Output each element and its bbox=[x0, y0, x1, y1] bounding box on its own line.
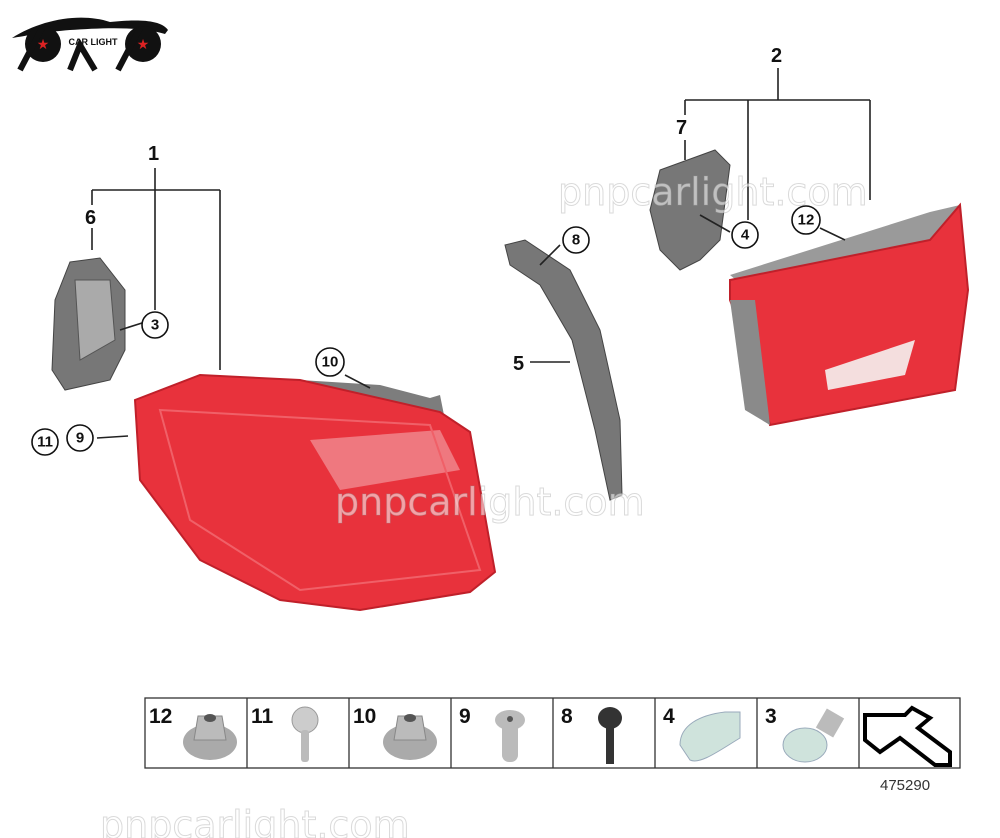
collar-nut-icon bbox=[383, 714, 437, 760]
strip-number-9: 9 bbox=[459, 705, 471, 728]
strip-number-8: 8 bbox=[561, 705, 573, 728]
callout-4: 4 bbox=[741, 227, 750, 244]
wedge-bulb-icon bbox=[679, 711, 741, 762]
callout-1: 1 bbox=[148, 143, 159, 165]
callout-7: 7 bbox=[676, 117, 687, 139]
torx-screw-icon bbox=[291, 706, 319, 762]
left-tail-lamp bbox=[133, 373, 497, 612]
callout-9: 9 bbox=[76, 430, 84, 447]
callout-5: 5 bbox=[513, 353, 524, 375]
callout-10: 10 bbox=[322, 354, 339, 371]
expanding-nut-icon bbox=[495, 710, 525, 762]
left-bulb-holder bbox=[51, 257, 126, 391]
watermark: pnpcarlight.com bbox=[558, 170, 868, 214]
watermark: pnpcarlight.com bbox=[335, 480, 645, 524]
strip-number-11: 11 bbox=[251, 705, 274, 728]
right-bulb-holder bbox=[649, 149, 731, 271]
strip-number-10: 10 bbox=[353, 705, 376, 728]
black-screw-icon bbox=[598, 707, 622, 764]
strip-number-4: 4 bbox=[663, 705, 675, 728]
callout-2: 2 bbox=[771, 45, 782, 67]
callout-8: 8 bbox=[572, 232, 580, 249]
callout-11: 11 bbox=[37, 434, 53, 451]
callout-6: 6 bbox=[85, 207, 96, 229]
circle-callouts bbox=[31, 205, 821, 456]
collar-nut-icon bbox=[183, 714, 237, 760]
callout-12: 12 bbox=[798, 212, 815, 229]
right-tail-lamp bbox=[729, 202, 970, 427]
strip-number-12: 12 bbox=[149, 705, 172, 728]
trim-panel bbox=[504, 239, 623, 501]
brand-logo: ★ ★ CAR LIGHT bbox=[12, 17, 168, 72]
bulb-icon bbox=[782, 708, 845, 763]
logo-text: CAR LIGHT bbox=[69, 37, 118, 47]
svg-text:★: ★ bbox=[137, 36, 150, 52]
svg-text:★: ★ bbox=[37, 36, 50, 52]
watermark: pnpcarlight.com bbox=[100, 803, 410, 838]
diagram-number: 475290 bbox=[880, 777, 930, 794]
callout-3: 3 bbox=[151, 317, 159, 334]
parts-strip: 12 11 10 9 8 4 3 475290 bbox=[144, 697, 961, 794]
direction-arrow-icon bbox=[863, 705, 952, 767]
callout-lines bbox=[91, 68, 871, 439]
strip-number-3: 3 bbox=[765, 705, 777, 728]
